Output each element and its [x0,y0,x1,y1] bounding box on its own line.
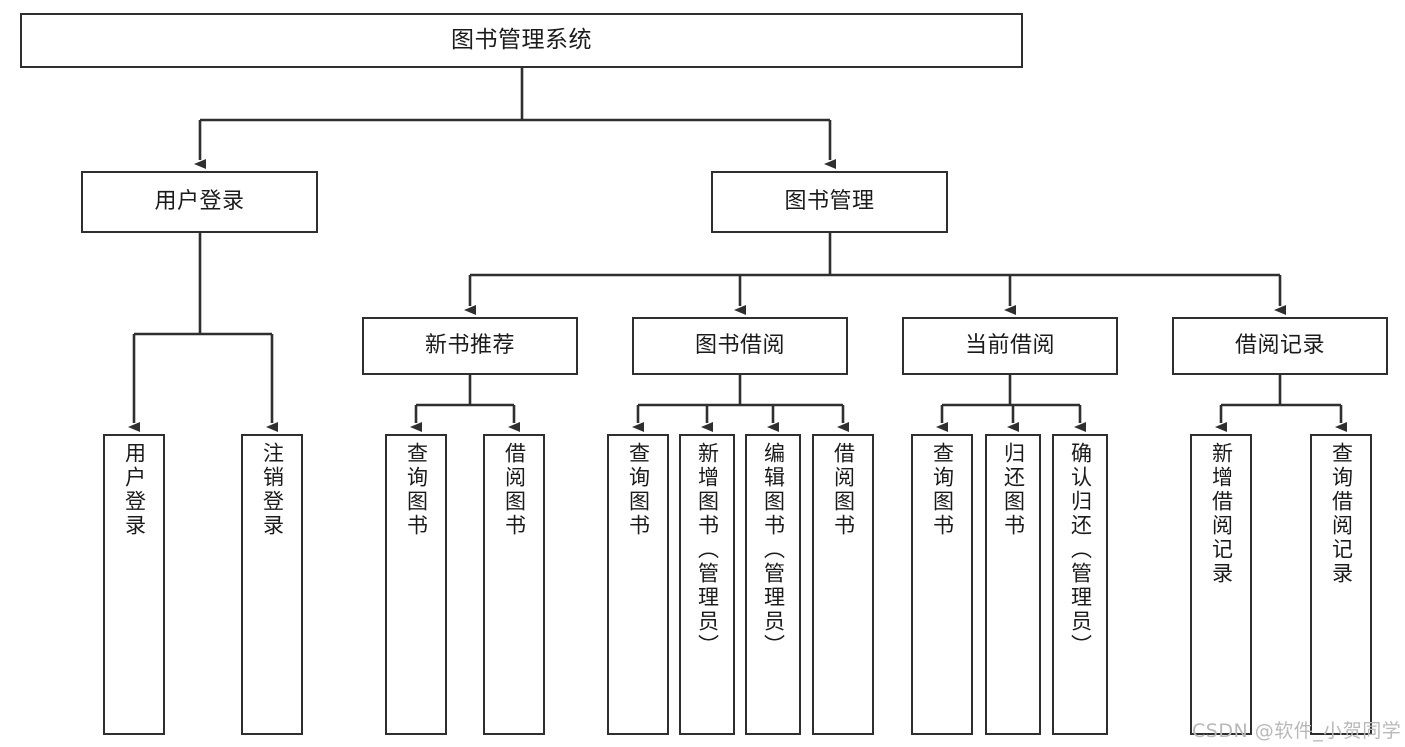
node-leaf-confirm[interactable]: 确认归还（管理员） [1052,434,1108,735]
node-label: 用户登录 [122,442,147,538]
node-leaf-query-1[interactable]: 查询图书 [385,434,447,735]
node-label: 编辑图书（管理员） [761,442,786,658]
node-leaf-return[interactable]: 归还图书 [985,434,1041,735]
node-leaf-add-rec[interactable]: 新增借阅记录 [1190,434,1252,735]
node-label: 注销登录 [260,442,285,538]
node-label: 用户登录 [154,189,245,215]
node-user-login[interactable]: 用户登录 [81,171,318,233]
node-label: 新增借阅记录 [1209,442,1234,586]
node-label: 图书管理 [784,189,875,215]
node-label: 借阅图书 [831,442,856,538]
node-leaf-query-3[interactable]: 查询图书 [911,434,973,735]
node-label: 查询图书 [404,442,429,538]
node-new-book-rec[interactable]: 新书推荐 [362,317,578,375]
csdn-watermark: CSDN @软件_小贺同学 [1192,720,1402,742]
node-root[interactable]: 图书管理系统 [20,13,1023,68]
node-label: 借阅图书 [502,442,527,538]
node-leaf-query-rec[interactable]: 查询借阅记录 [1310,434,1372,735]
node-leaf-logout[interactable]: 注销登录 [241,434,303,735]
node-borrow-record[interactable]: 借阅记录 [1172,317,1388,375]
node-current-borrow[interactable]: 当前借阅 [902,317,1118,375]
node-book-borrow[interactable]: 图书借阅 [632,317,848,375]
node-label: 查询借阅记录 [1329,442,1354,586]
node-leaf-borrow-1[interactable]: 借阅图书 [483,434,545,735]
node-label: 当前借阅 [964,333,1055,359]
node-leaf-query-2[interactable]: 查询图书 [607,434,669,735]
node-leaf-add-book[interactable]: 新增图书（管理员） [679,434,735,735]
node-leaf-user-login[interactable]: 用户登录 [103,434,165,735]
node-leaf-edit-book[interactable]: 编辑图书（管理员） [745,434,801,735]
node-label: 新书推荐 [424,333,515,359]
node-label: 图书管理系统 [451,26,592,53]
node-leaf-borrow-2[interactable]: 借阅图书 [812,434,874,735]
node-label: 图书借阅 [694,333,785,359]
node-label: 借阅记录 [1234,333,1325,359]
node-label: 查询图书 [626,442,651,538]
node-label: 新增图书（管理员） [695,442,720,658]
node-book-manage[interactable]: 图书管理 [711,171,948,233]
node-label: 归还图书 [1001,442,1026,538]
node-label: 确认归还（管理员） [1068,442,1093,658]
node-label: 查询图书 [930,442,955,538]
